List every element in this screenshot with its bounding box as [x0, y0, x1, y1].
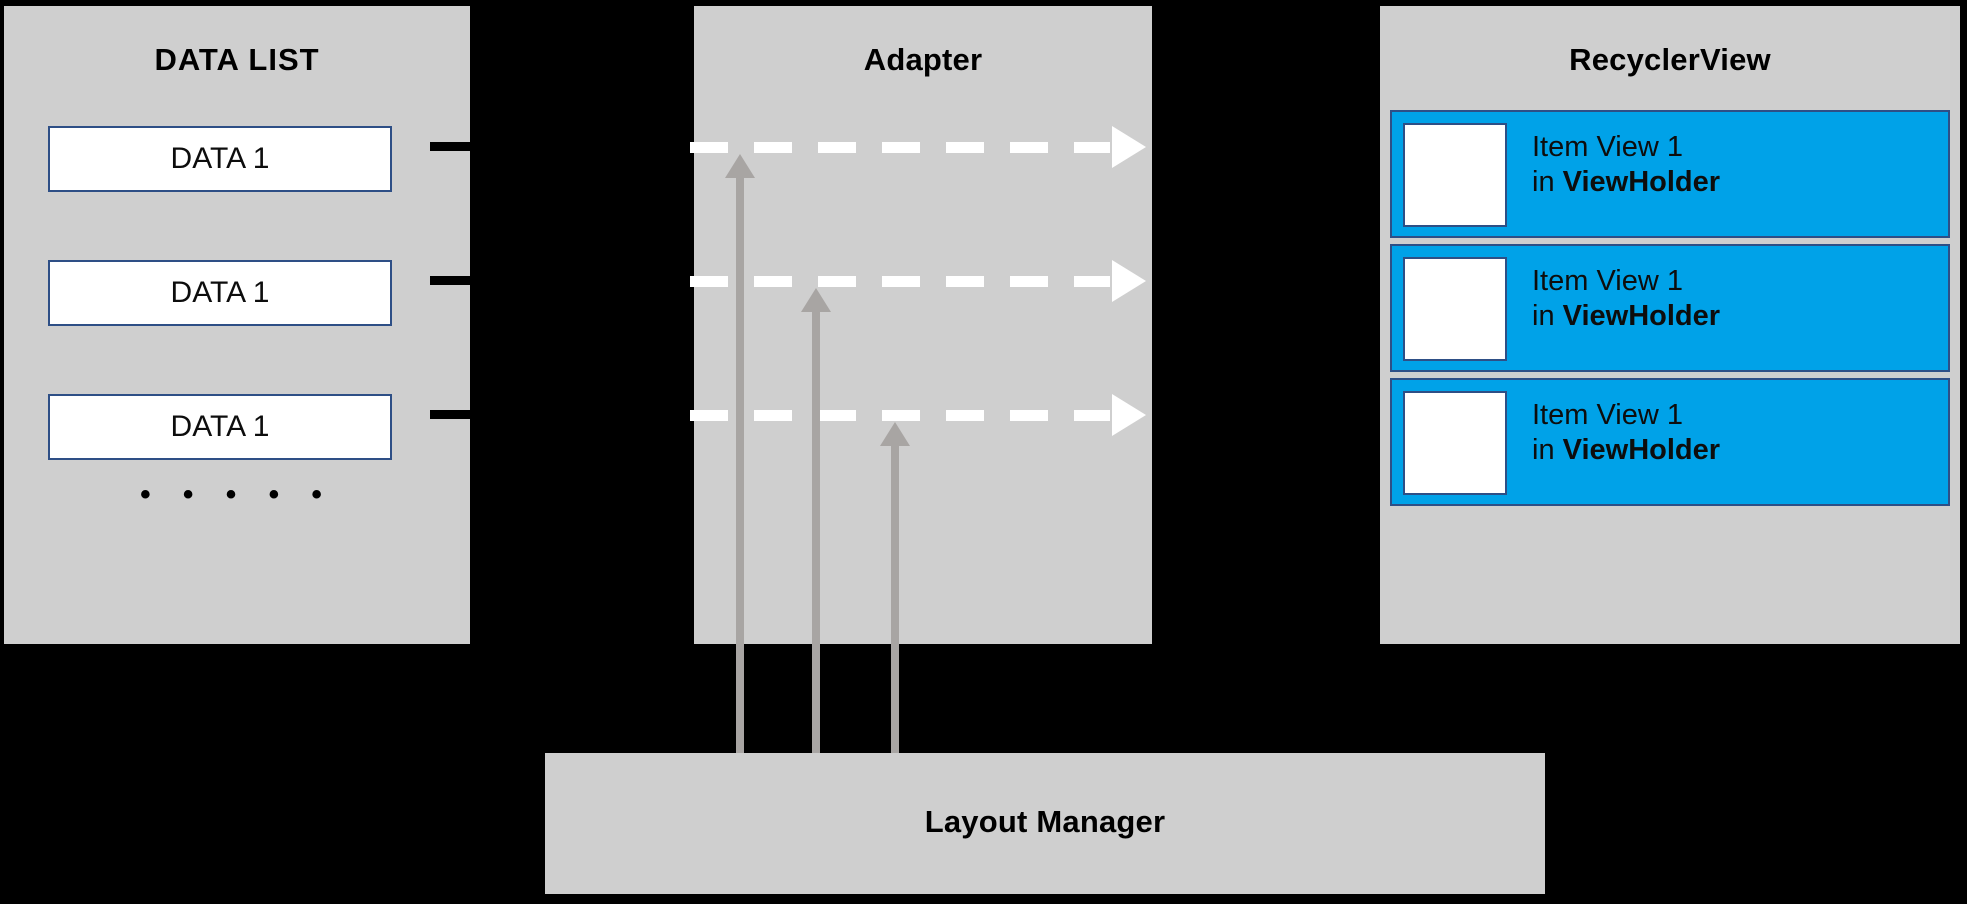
item-thumbnail-3 — [1403, 391, 1507, 495]
item-label-1: Item View 1 in ViewHolder — [1532, 130, 1720, 200]
data-box-2-label: DATA 1 — [170, 276, 270, 309]
item-line2-prefix-2: in — [1532, 299, 1563, 332]
item-viewholder-2: ViewHolder — [1562, 299, 1721, 332]
adapter-panel: Adapter — [694, 6, 1152, 644]
recycler-item-3[interactable]: Item View 1 in ViewHolder — [1390, 378, 1950, 506]
item-line2-prefix-1: in — [1532, 165, 1563, 198]
recyclerview-title: RecyclerView — [1569, 42, 1771, 77]
layout-arrow-2-shaft — [812, 311, 820, 753]
recycler-item-arrowhead-2 — [1362, 309, 1380, 335]
data-list-title: DATA LIST — [154, 42, 320, 77]
data-box-2[interactable]: DATA 1 — [48, 260, 392, 326]
layout-arrow-3-shaft — [891, 445, 899, 753]
data-connector-3 — [430, 410, 475, 419]
item-line1-2: Item View 1 — [1532, 265, 1683, 297]
data-box-1[interactable]: DATA 1 — [48, 126, 392, 192]
item-label-3: Item View 1 in ViewHolder — [1532, 398, 1720, 468]
adapter-title: Adapter — [863, 42, 983, 77]
adapter-dashed-arrow-3 — [690, 410, 1110, 421]
item-viewholder-1: ViewHolder — [1562, 165, 1721, 198]
layout-arrow-1-head — [725, 154, 755, 178]
recycler-item-arrowhead-3 — [1362, 443, 1380, 469]
layout-manager-title: Layout Manager — [924, 804, 1166, 839]
item-line1-1: Item View 1 — [1532, 131, 1683, 163]
item-thumbnail-2 — [1403, 257, 1507, 361]
data-box-3[interactable]: DATA 1 — [48, 394, 392, 460]
recycler-item-2[interactable]: Item View 1 in ViewHolder — [1390, 244, 1950, 372]
data-connector-1 — [430, 142, 475, 151]
item-line2-3: in ViewHolder — [1532, 433, 1720, 468]
layout-arrow-2-head — [801, 288, 831, 312]
recycler-item-arrowhead-1 — [1362, 175, 1380, 201]
item-line2-2: in ViewHolder — [1532, 299, 1720, 334]
item-line1-3: Item View 1 — [1532, 399, 1683, 431]
item-viewholder-3: ViewHolder — [1562, 433, 1721, 466]
data-list-ellipsis: • • • • • — [140, 478, 334, 511]
adapter-dashed-arrow-2 — [690, 276, 1110, 287]
layout-manager-panel: Layout Manager — [545, 753, 1545, 894]
data-box-1-label: DATA 1 — [170, 142, 270, 175]
item-thumbnail-1 — [1403, 123, 1507, 227]
layout-arrow-3-head — [880, 422, 910, 446]
adapter-dashed-arrow-1 — [690, 142, 1110, 153]
adapter-dashed-arrowhead-1 — [1112, 126, 1146, 168]
data-connector-2 — [430, 276, 475, 285]
layout-arrow-1-shaft — [736, 177, 744, 753]
item-line2-prefix-3: in — [1532, 433, 1563, 466]
item-line2-1: in ViewHolder — [1532, 165, 1720, 200]
adapter-dashed-arrowhead-2 — [1112, 260, 1146, 302]
data-list-panel: DATA LIST DATA 1 DATA 1 DATA 1 • • • • • — [4, 6, 470, 644]
adapter-dashed-arrowhead-3 — [1112, 394, 1146, 436]
recyclerview-panel: RecyclerView Item View 1 in ViewHolder I… — [1380, 6, 1960, 644]
item-label-2: Item View 1 in ViewHolder — [1532, 264, 1720, 334]
data-box-3-label: DATA 1 — [170, 410, 270, 443]
recycler-item-1[interactable]: Item View 1 in ViewHolder — [1390, 110, 1950, 238]
